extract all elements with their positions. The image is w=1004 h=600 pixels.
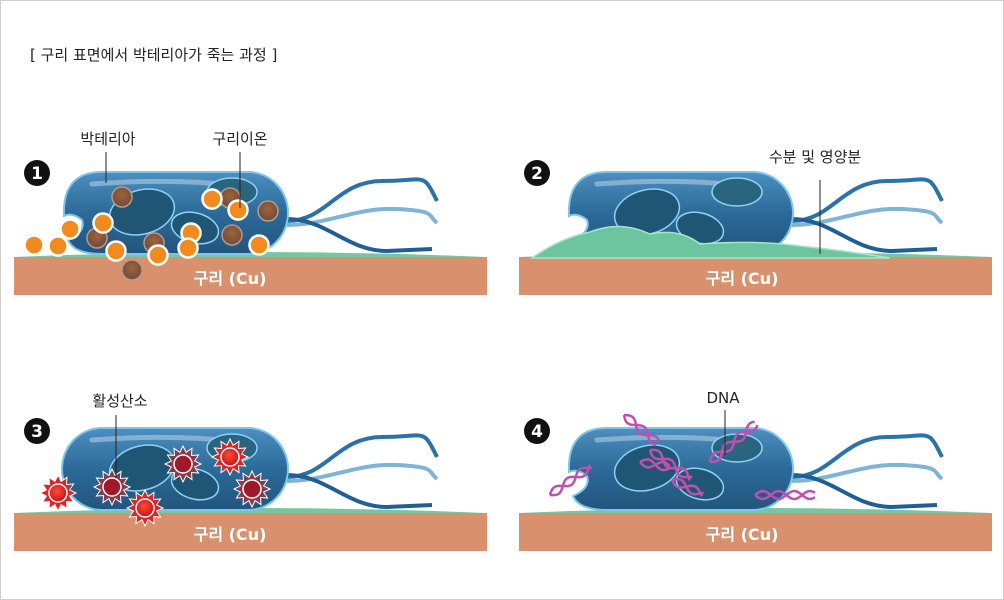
absorbed-ion bbox=[221, 224, 243, 246]
flagellum bbox=[286, 217, 433, 254]
ros-core bbox=[220, 447, 240, 467]
flagellum bbox=[791, 473, 938, 510]
step-badge bbox=[24, 160, 50, 186]
ros-core bbox=[135, 498, 155, 518]
dna-backbone bbox=[648, 449, 693, 479]
dna-strand bbox=[622, 413, 661, 447]
absorbed-ion bbox=[111, 186, 133, 208]
flagellum bbox=[286, 177, 439, 223]
reactive-oxygen bbox=[163, 444, 203, 484]
copper-ion bbox=[147, 244, 169, 266]
flagellum bbox=[791, 217, 938, 254]
dna-backbone bbox=[670, 479, 704, 497]
absorbed-ion bbox=[257, 200, 279, 222]
moisture-nutrients bbox=[529, 225, 891, 259]
copper-label: 구리 (Cu) bbox=[706, 525, 779, 544]
copper-ion-label: 구리이온 bbox=[212, 130, 267, 148]
flagellum bbox=[286, 433, 439, 479]
reactive-oxygen bbox=[38, 473, 78, 513]
absorbed-ion bbox=[121, 259, 143, 281]
dna-backbone bbox=[754, 489, 816, 501]
panel-4: 4 구리 (Cu) DNA bbox=[519, 389, 992, 551]
panel-1: 1 구리 (Cu) 박테리아 구리이온 bbox=[14, 130, 487, 295]
dna-backbone bbox=[548, 466, 593, 496]
panel-3: 3 구리 (Cu) 활성산소 bbox=[14, 392, 487, 551]
step-number: 2 bbox=[531, 164, 543, 184]
step-number: 1 bbox=[31, 164, 43, 184]
figure-title: [ 구리 표면에서 박테리아가 죽는 과정 ] bbox=[30, 46, 278, 64]
dna-strand bbox=[639, 458, 671, 472]
flagellum bbox=[791, 177, 944, 223]
copper-surface bbox=[14, 257, 487, 295]
copper-ion bbox=[23, 234, 45, 256]
bacteria-label: 박테리아 bbox=[80, 130, 135, 148]
step-number: 3 bbox=[31, 422, 43, 442]
dna-backbone bbox=[639, 458, 670, 472]
step-badge bbox=[24, 418, 50, 444]
copper-ion bbox=[248, 234, 270, 256]
reactive-oxygen-label: 활성산소 bbox=[92, 392, 147, 410]
reactive-oxygen bbox=[125, 488, 165, 528]
flagellum bbox=[791, 462, 944, 483]
copper-ion bbox=[227, 199, 249, 221]
ros-core bbox=[242, 479, 262, 499]
copper-surface bbox=[519, 257, 992, 295]
dna-strand bbox=[548, 464, 593, 497]
dna-strand bbox=[754, 489, 816, 501]
reactive-oxygen bbox=[92, 467, 132, 507]
copper-label: 구리 (Cu) bbox=[194, 269, 267, 288]
flagellum bbox=[791, 433, 944, 479]
dna-backbone bbox=[623, 413, 661, 442]
ros-core bbox=[48, 483, 68, 503]
flagellum bbox=[286, 206, 439, 227]
dna-label: DNA bbox=[706, 389, 740, 407]
reactive-oxygen bbox=[210, 437, 250, 477]
dna-strand bbox=[670, 477, 704, 497]
flagellum bbox=[791, 206, 944, 227]
panel-2: 2 구리 (Cu) 수분 및 영양분 bbox=[519, 148, 992, 295]
organelle bbox=[711, 177, 763, 207]
copper-label: 구리 (Cu) bbox=[194, 525, 267, 544]
copper-label: 구리 (Cu) bbox=[706, 269, 779, 288]
dna-backbone bbox=[709, 420, 755, 464]
dna-backbone bbox=[708, 424, 759, 463]
dna-backbone bbox=[754, 489, 816, 501]
flagellum bbox=[286, 473, 433, 510]
copper-surface bbox=[14, 513, 487, 551]
moisture-nutrients-label: 수분 및 영양분 bbox=[769, 148, 862, 166]
copper-ion bbox=[92, 212, 114, 234]
step-badge bbox=[524, 418, 550, 444]
dna-backbone bbox=[671, 477, 704, 496]
copper-ion bbox=[59, 218, 81, 240]
copper-ion bbox=[201, 188, 223, 210]
copper-ion bbox=[47, 235, 69, 257]
reactive-oxygen bbox=[232, 469, 272, 509]
step-number: 4 bbox=[531, 422, 543, 442]
dna-backbone bbox=[622, 414, 657, 447]
dna-strand bbox=[708, 420, 759, 464]
dna-backbone bbox=[549, 464, 591, 497]
copper-ion bbox=[177, 237, 199, 259]
copper-ion bbox=[105, 240, 127, 262]
ros-core bbox=[173, 454, 193, 474]
flagellum bbox=[286, 462, 439, 483]
ros-core bbox=[102, 477, 122, 497]
step-badge bbox=[524, 160, 550, 186]
copper-surface bbox=[519, 513, 992, 551]
